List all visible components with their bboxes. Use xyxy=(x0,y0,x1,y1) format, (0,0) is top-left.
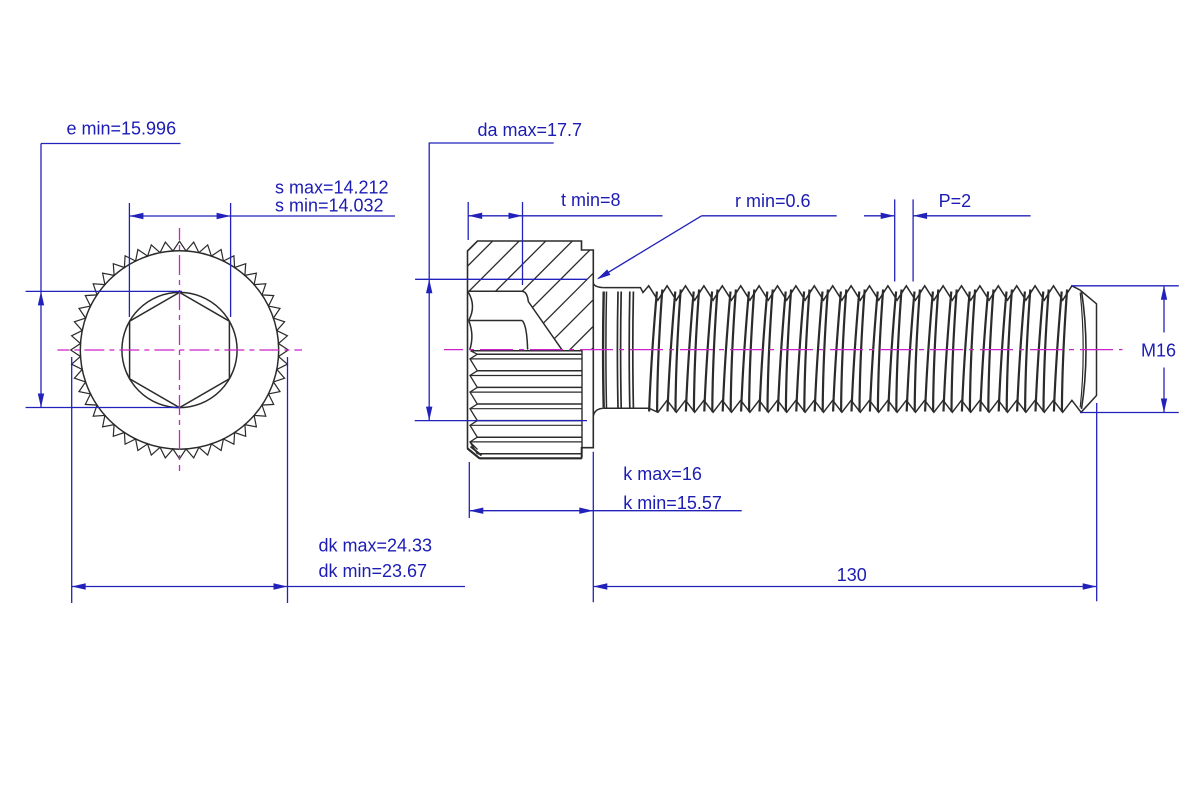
svg-text:r min=0.6: r min=0.6 xyxy=(735,191,811,211)
svg-text:k max=16: k max=16 xyxy=(623,464,702,484)
svg-text:s min=14.032: s min=14.032 xyxy=(275,196,384,216)
svg-text:t min=8: t min=8 xyxy=(561,190,621,210)
svg-text:da max=17.7: da max=17.7 xyxy=(478,120,583,140)
svg-text:P=2: P=2 xyxy=(939,191,972,211)
svg-text:dk min=23.67: dk min=23.67 xyxy=(319,561,428,581)
svg-text:dk max=24.33: dk max=24.33 xyxy=(319,536,433,556)
svg-text:s max=14.212: s max=14.212 xyxy=(275,178,389,198)
svg-text:k min=15.57: k min=15.57 xyxy=(623,493,722,513)
svg-text:e min=15.996: e min=15.996 xyxy=(67,119,177,139)
svg-text:M16: M16 xyxy=(1141,341,1176,361)
svg-text:130: 130 xyxy=(837,565,867,585)
